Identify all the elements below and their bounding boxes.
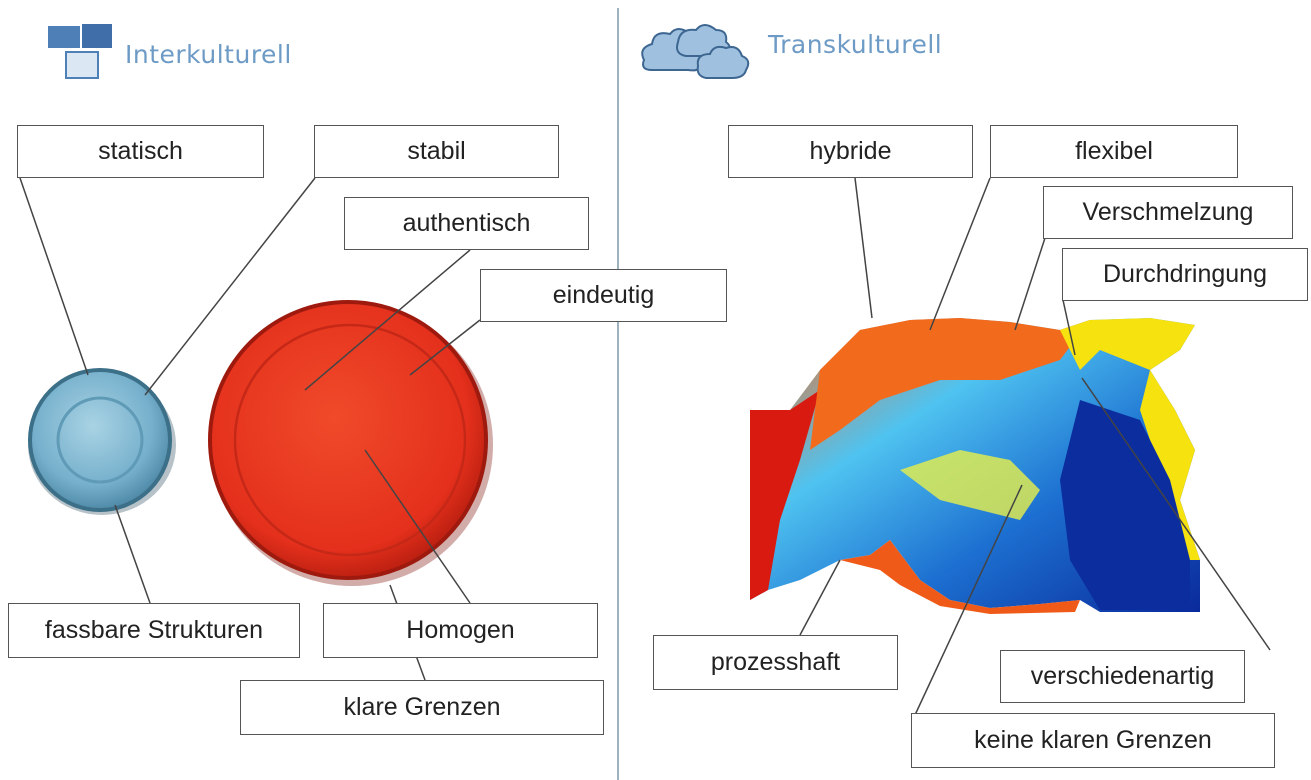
hybrid-color-field bbox=[750, 318, 1200, 614]
clouds-icon bbox=[636, 18, 754, 84]
label-authentisch: authentisch bbox=[344, 197, 589, 250]
blue-circle bbox=[28, 370, 176, 515]
label-flexibel: flexibel bbox=[990, 125, 1238, 178]
label-durchdringung: Durchdringung bbox=[1062, 248, 1308, 301]
red-circle bbox=[210, 302, 493, 586]
label-statisch: statisch bbox=[17, 125, 264, 178]
label-klare-grenzen: klare Grenzen bbox=[240, 680, 604, 735]
label-prozesshaft: prozesshaft bbox=[653, 635, 898, 690]
label-homogen: Homogen bbox=[323, 603, 598, 658]
column-divider bbox=[617, 8, 619, 780]
label-hybride: hybride bbox=[728, 125, 973, 178]
label-verschmelzung: Verschmelzung bbox=[1043, 186, 1293, 239]
label-eindeutig: eindeutig bbox=[480, 269, 727, 322]
heading-transkulturell: Transkulturell bbox=[768, 30, 942, 59]
heading-interkulturell: Interkulturell bbox=[125, 40, 292, 69]
label-verschiedenartig: verschiedenartig bbox=[1000, 650, 1245, 703]
label-keine-klaren-grenzen: keine klaren Grenzen bbox=[911, 713, 1275, 768]
label-stabil: stabil bbox=[314, 125, 559, 178]
label-fassbare-strukturen: fassbare Strukturen bbox=[8, 603, 300, 658]
window-squares-icon bbox=[48, 24, 114, 82]
